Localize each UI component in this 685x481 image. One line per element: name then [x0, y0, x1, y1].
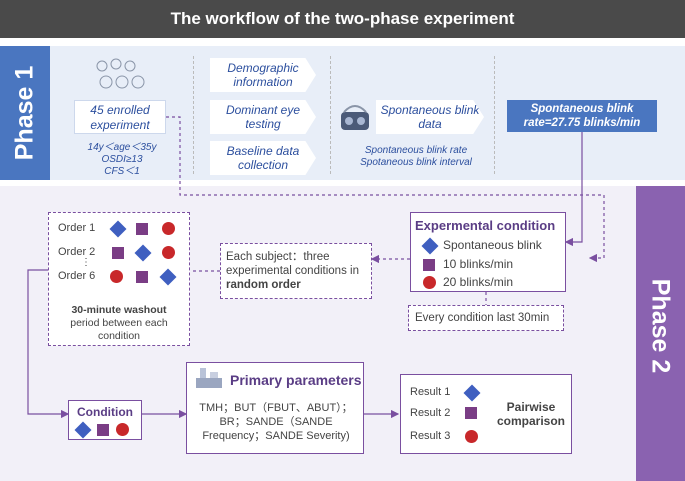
condition-10: 10 blinks/min [443, 257, 514, 271]
condition-circle [423, 276, 436, 289]
criteria-age: 14y＜age＜35y [87, 142, 157, 153]
experimental-condition-box [410, 212, 566, 292]
enrolled-box: 45 enrolled experiment [74, 100, 166, 134]
result-1-label: Result 1 [410, 386, 451, 398]
measures: Spontaneous blink rate Spotaneous blink … [348, 145, 484, 169]
enrolled-text: 45 enrolled experiment [90, 103, 150, 132]
washout-text: 30-minute washout period between each co… [52, 304, 186, 343]
step-dominant-eye-text: Dominant eye testing [225, 102, 301, 131]
divider [193, 56, 194, 174]
divider [330, 56, 331, 174]
washout-bold: 30-minute washout [71, 304, 167, 316]
result-2-label: Result 2 [410, 407, 451, 419]
lab-equipment-icon [196, 368, 222, 388]
results-box [400, 374, 572, 454]
order1-circle [162, 222, 175, 235]
condition-spontaneous: Spontaneous blink [443, 238, 542, 252]
criteria-cfs: CFS＜1 [104, 166, 140, 177]
order-1-label: Order 1 [58, 222, 96, 234]
step-demographic-text: Demographic information [227, 60, 299, 89]
condition-box-circle [116, 423, 129, 436]
people-icon [96, 58, 145, 89]
result-3-circle [465, 430, 478, 443]
primary-parameters-text: TMH；BUT（FBUT、ABUT）；BR；SANDE（SANDE Freque… [199, 402, 353, 442]
step-demographic: Demographic information [210, 58, 316, 92]
measure-rate: Spontaneous blink rate [364, 145, 468, 156]
order6-circle [110, 270, 123, 283]
condition-title: Condition [77, 405, 133, 419]
condition-box-square [97, 424, 109, 436]
step-dominant-eye: Dominant eye testing [210, 100, 316, 134]
vr-headset-icon [341, 105, 369, 130]
order1-square [136, 223, 148, 235]
result-blink-rate-text: Spontaneous blink rate=27.75 blinks/min [523, 103, 641, 129]
order2-circle [162, 246, 175, 259]
washout-rest: period between each condition [70, 317, 168, 342]
condition-square [423, 259, 435, 271]
condition-duration-text: Every condition last 30min [415, 312, 550, 324]
order-2-label: Order 2 [58, 246, 96, 258]
phase1-label: Phase 1 [0, 46, 50, 180]
criteria-osdi: OSDI≥13 [101, 154, 143, 165]
condition-20: 20 blinks/min [443, 275, 514, 289]
orders-ellipsis: ⋮ [81, 257, 91, 268]
random-order-text: random order [226, 279, 301, 291]
result-blink-rate: Spontaneous blink rate=27.75 blinks/min [507, 100, 657, 132]
subject-order-text: Each subject：three experimental conditio… [226, 250, 366, 292]
step-baseline-text: Baseline data collection [226, 143, 300, 172]
result-3-label: Result 3 [410, 430, 451, 442]
spontaneous-data-text: Spontaneous blink data [380, 102, 480, 131]
result-2-square [465, 407, 477, 419]
condition-duration-box [408, 305, 564, 331]
subject-text: Each subject：three experimental conditio… [226, 251, 359, 277]
phase2-label: Phase 2 [636, 186, 685, 481]
page-title: The workflow of the two-phase experiment [0, 0, 685, 38]
measure-interval: Spotaneous blink interval [360, 157, 472, 168]
order2-square [112, 247, 124, 259]
step-baseline: Baseline data collection [210, 141, 316, 175]
spontaneous-data-box: Spontaneous blink data [376, 100, 484, 134]
pairwise-comparison: Pairwise comparison [496, 400, 565, 428]
experimental-condition-title: Expermental condition [415, 218, 556, 233]
title-text: The workflow of the two-phase experiment [170, 9, 515, 28]
order-6-label: Order 6 [58, 270, 96, 282]
subject-order-box [220, 243, 372, 299]
criteria: 14y＜age＜35y OSDI≥13 CFS＜1 [78, 142, 166, 178]
divider [494, 56, 495, 174]
order6-square [136, 271, 148, 283]
primary-parameters-title: Primary parameters [230, 372, 362, 388]
